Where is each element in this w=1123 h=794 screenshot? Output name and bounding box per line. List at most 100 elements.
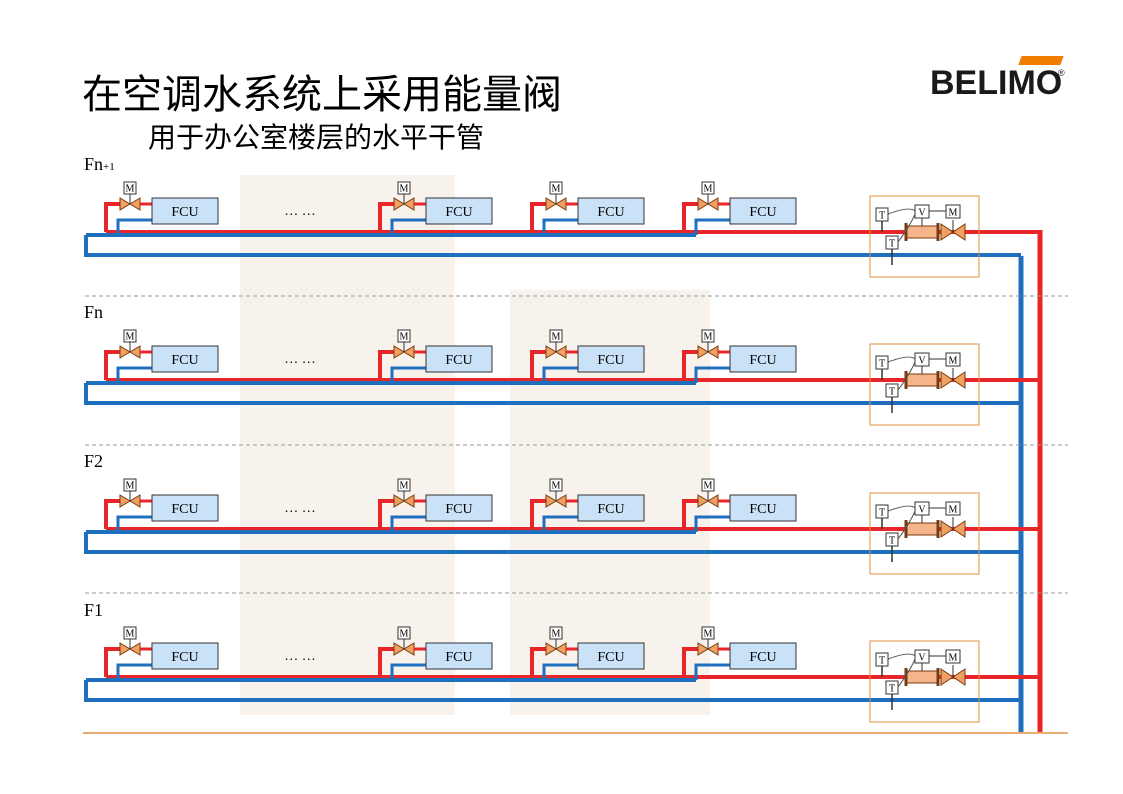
page-subtitle: 用于办公室楼层的水平干管: [148, 121, 485, 154]
energy-valve-box: [869, 343, 980, 426]
actuator-box: [397, 181, 411, 195]
supply-branch: [530, 350, 548, 380]
signal-wire: [897, 510, 916, 540]
valve-left: [545, 197, 557, 211]
return-branch: [694, 663, 732, 680]
fcu-label: FCU: [171, 205, 198, 220]
ellipsis: … …: [284, 352, 316, 367]
energy-valve-right: [952, 223, 966, 241]
supply-branch: [682, 350, 700, 380]
flow-sensor-label: V: [918, 653, 926, 664]
energy-valve-right: [952, 371, 966, 389]
actuator-label: M: [400, 184, 409, 195]
page-title: 在空调水系统上采用能量阀: [82, 72, 562, 118]
actuator-label: M: [552, 629, 561, 640]
valve-right: [555, 197, 567, 211]
supply-branch: [378, 647, 396, 677]
actuator-label: M: [704, 184, 713, 195]
ellipsis: … …: [284, 649, 316, 664]
valve-left: [697, 642, 709, 656]
fcu-box: [425, 494, 493, 522]
energy-valve-right: [952, 668, 966, 686]
energy-valve-left: [940, 223, 954, 241]
valve-right: [707, 345, 719, 359]
valve-left: [393, 494, 405, 508]
actuator-label: M: [704, 481, 713, 492]
flow-sensor-label: V: [918, 208, 926, 219]
fcu-box: [729, 494, 797, 522]
valve-left: [697, 197, 709, 211]
return-branch: [116, 515, 154, 532]
actuator-box: [549, 478, 563, 492]
fcu-label: FCU: [597, 205, 624, 220]
floor-label-sub: +1: [103, 161, 115, 173]
supply-branch: [378, 202, 396, 232]
energy-valve-box: [869, 492, 980, 575]
floor-label-fn: Fn: [84, 302, 103, 323]
fcu-label: FCU: [171, 502, 198, 517]
fcu-label: FCU: [445, 650, 472, 665]
valve-right: [707, 197, 719, 211]
return-branch: [116, 218, 154, 235]
actuator-box: [397, 329, 411, 343]
floor-label-main: F1: [84, 600, 104, 620]
return-main: [84, 383, 1021, 405]
actuator-label: M: [552, 332, 561, 343]
valve-left: [545, 494, 557, 508]
valve-left: [393, 642, 405, 656]
actuator-box: [549, 626, 563, 640]
flow-meter-body: [905, 670, 939, 684]
valve-left: [119, 197, 131, 211]
fcu-box: [577, 345, 645, 373]
actuator-label: M: [552, 481, 561, 492]
return-branch: [390, 218, 428, 235]
return-branch: [390, 366, 428, 383]
fcu-box: [151, 197, 219, 225]
actuator-label: M: [552, 184, 561, 195]
fcu-box: [729, 642, 797, 670]
valve-left: [119, 494, 131, 508]
supply-branch: [530, 647, 548, 677]
valve-right: [129, 642, 141, 656]
valve-right: [403, 345, 415, 359]
fcu-label: FCU: [171, 353, 198, 368]
floor-label-fn1: Fn+1: [84, 154, 115, 175]
flow-meter-body: [905, 373, 939, 387]
ellipsis: … …: [284, 204, 316, 219]
energy-valve-left: [940, 371, 954, 389]
actuator-box: [123, 478, 137, 492]
return-main: [84, 532, 1021, 554]
energy-valve-box: [869, 195, 980, 278]
temp-sensor-return-label: T: [889, 239, 895, 250]
valve-right: [555, 642, 567, 656]
actuator-box: [123, 626, 137, 640]
valve-right: [707, 494, 719, 508]
floor-label-main: F2: [84, 451, 104, 471]
valve-right: [555, 494, 567, 508]
fcu-box: [151, 642, 219, 670]
return-main: [84, 680, 1021, 702]
fcu-label: FCU: [749, 650, 776, 665]
supply-branch: [682, 202, 700, 232]
temp-sensor-supply-label: T: [879, 211, 885, 222]
actuator-box: [701, 329, 715, 343]
temp-sensor-supply-label: T: [879, 656, 885, 667]
signal-wire: [897, 213, 916, 243]
return-branch: [694, 218, 732, 235]
energy-valve-box: [869, 640, 980, 723]
actuator-label: M: [126, 481, 135, 492]
fcu-label: FCU: [597, 502, 624, 517]
fcu-box: [425, 197, 493, 225]
signal-wire: [897, 361, 916, 391]
